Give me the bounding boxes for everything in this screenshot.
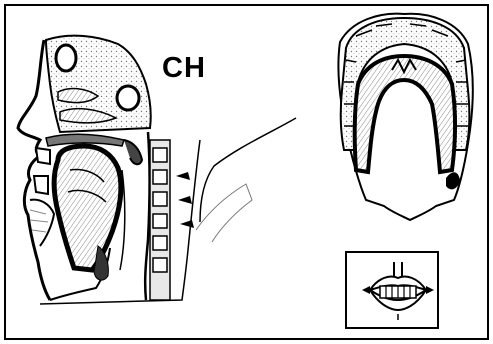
soft-palate (124, 140, 142, 164)
phoneme-label: CH (162, 52, 206, 85)
neck-back (200, 118, 296, 222)
cervical-spine (150, 140, 170, 300)
sagittal-section (18, 36, 296, 304)
label-anchor (0, 0, 1, 1)
tongue (54, 146, 121, 270)
face-profile (18, 40, 50, 300)
upper-incisor (36, 148, 50, 164)
neck-muscle (196, 184, 252, 242)
pharynx-wall (145, 132, 149, 300)
lips-inset (346, 252, 438, 328)
frontal-sinus (56, 45, 76, 71)
sphenoid-sinus (117, 86, 139, 110)
lower-incisor (34, 176, 48, 194)
palate-view (338, 14, 472, 220)
chin-hatching (30, 210, 48, 232)
